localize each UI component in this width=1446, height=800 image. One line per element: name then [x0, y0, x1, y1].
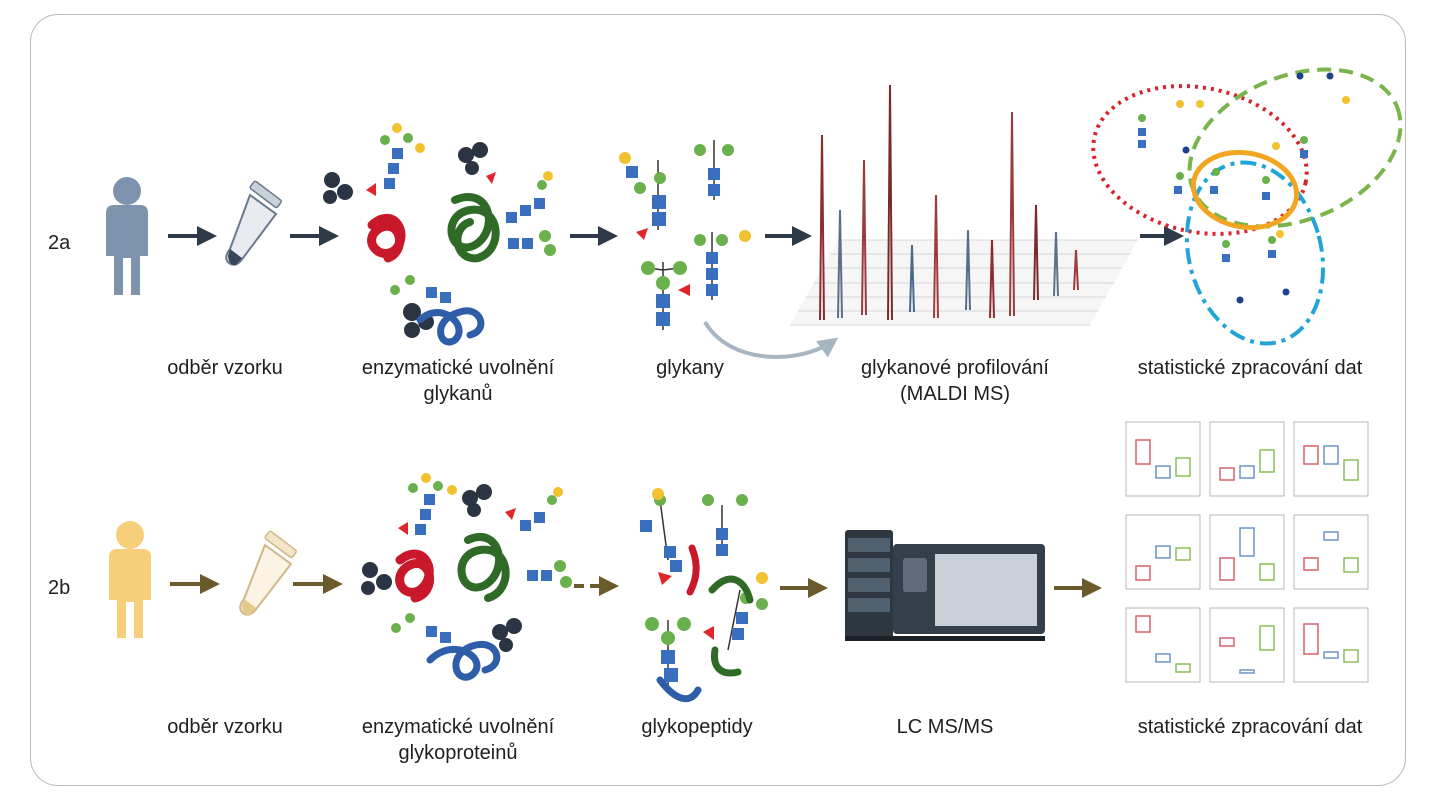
step-label-sampling-2b: odběr vzorku	[167, 716, 283, 738]
step-label-enzymatic-release-2a: enzymatické uvolnění glykanů	[345, 355, 571, 407]
step-label-enzymatic-release-2b-line2: glykoproteinů	[398, 742, 518, 764]
row-label-2a: 2a	[48, 232, 71, 254]
sample-tube-icon-2b	[239, 530, 297, 616]
row-label-2b: 2b	[48, 577, 71, 599]
step-label-sampling-2a: odběr vzorku	[167, 357, 283, 379]
person-icon-2b	[109, 521, 151, 638]
step-label-glycan-profiling-line2: (MALDI MS)	[900, 383, 1010, 405]
step-label-glycopeptides: glykopeptidy	[641, 716, 753, 738]
step-label-glycan-profiling-line1: glykanové profilování	[861, 357, 1049, 379]
step-label-statistics-2a: statistické zpracování dat	[1137, 357, 1363, 379]
step-label-lc-ms: LC MS/MS	[896, 716, 994, 738]
person-icon-2a	[106, 177, 148, 295]
step-label-statistics-2b: statistické zpracování dat	[1137, 716, 1363, 738]
glycans-illustration-2a	[619, 140, 839, 359]
step-label-glycan-profiling: glykanové profilování (MALDI MS)	[835, 355, 1075, 407]
sample-tube-icon-2a	[225, 180, 282, 266]
maldi-spectrum-illustration	[790, 84, 1138, 326]
enzymatic-release-illustration-2b	[361, 473, 572, 681]
boxplot-grid-illustration-2b	[1125, 421, 1369, 683]
figure-frame	[30, 14, 1406, 786]
step-label-enzymatic-release-2b: enzymatické uvolnění glykoproteinů	[345, 714, 571, 766]
glycopeptides-illustration-2b	[640, 488, 768, 703]
enzymatic-release-illustration-2a	[323, 123, 556, 346]
step-label-enzymatic-release-2a-line2: glykanů	[423, 383, 493, 405]
step-label-glycans: glykany	[656, 357, 724, 379]
step-label-enzymatic-release-2a-line1: enzymatické uvolnění	[361, 357, 555, 379]
step-label-enzymatic-release-2b-line1: enzymatické uvolnění	[361, 716, 555, 738]
statistics-ellipses-illustration-2a	[1091, 67, 1403, 346]
lc-ms-instrument-illustration	[845, 530, 1045, 641]
